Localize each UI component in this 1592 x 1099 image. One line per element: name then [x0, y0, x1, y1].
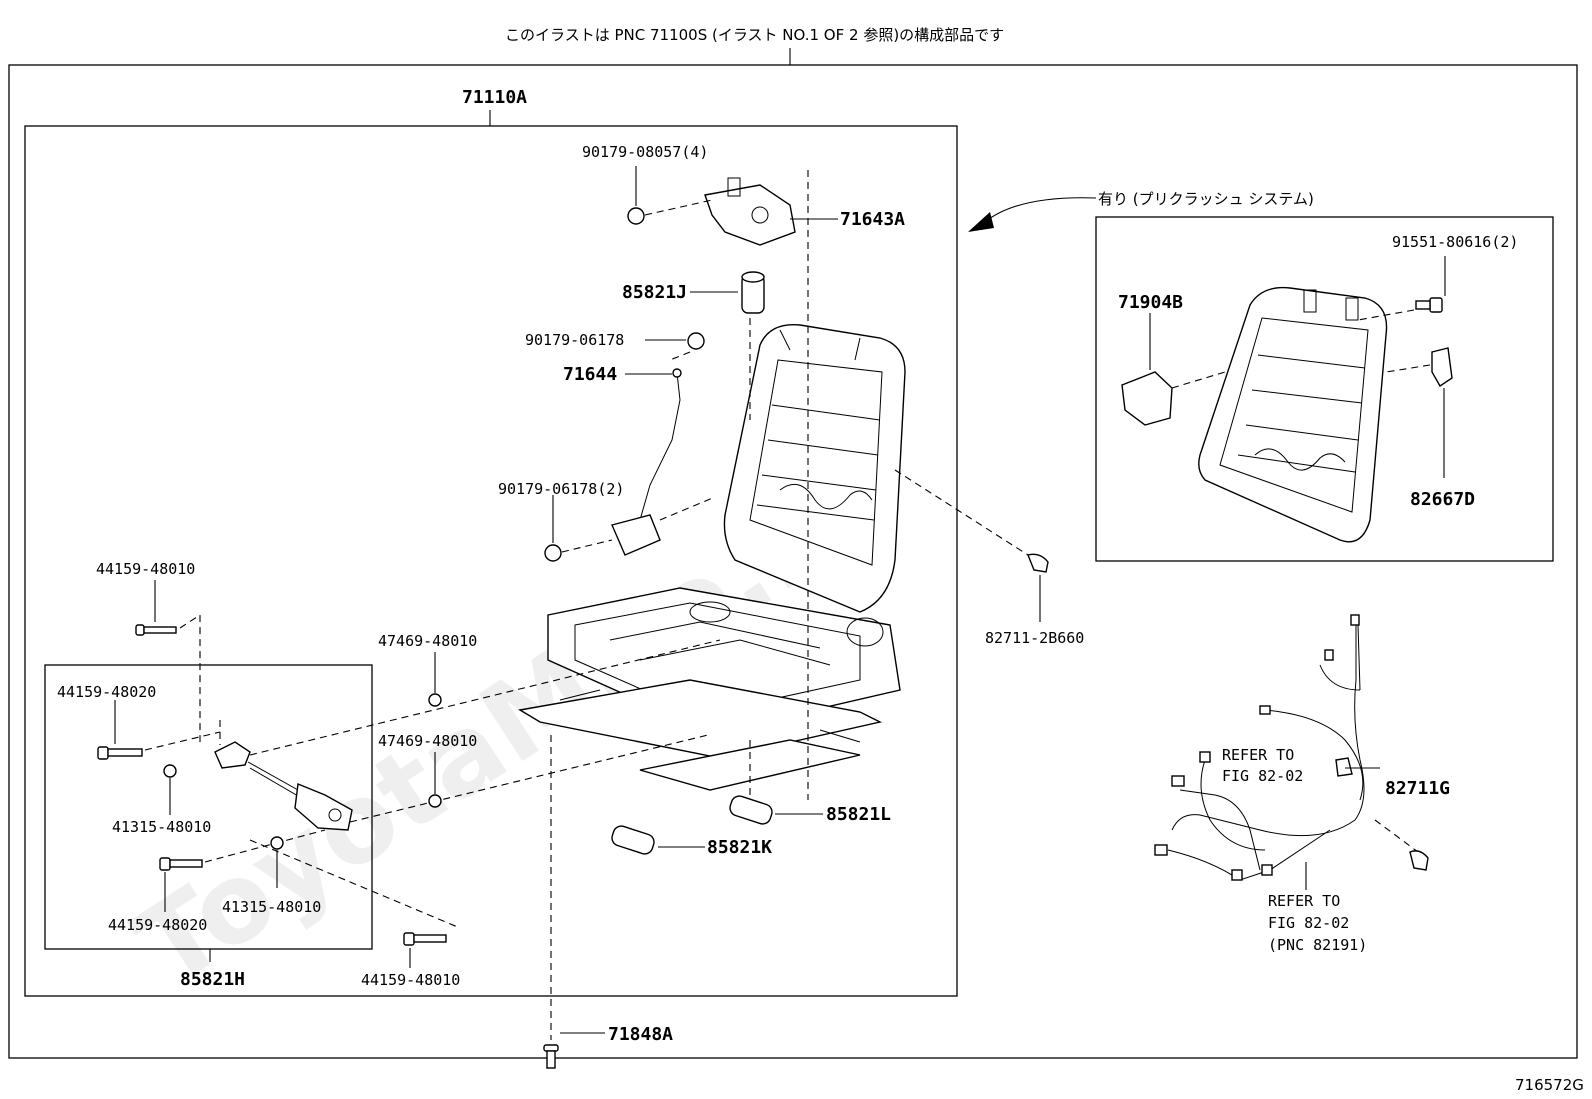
nut-41315-48010-left — [163, 764, 177, 778]
washer-47469-48010-top — [428, 693, 442, 707]
nut-41315-48010-right — [270, 836, 284, 850]
label-71904B: 71904B — [1118, 292, 1183, 313]
motor-85821K — [611, 825, 655, 855]
nut-90179-06178 — [687, 332, 705, 350]
label-71643A: 71643A — [840, 209, 905, 230]
actuator-85821H — [214, 741, 353, 831]
label-82711-2B660: 82711-2B660 — [985, 629, 1084, 647]
bolt-44159-48020-bottom — [159, 857, 203, 871]
assembly-box — [24, 125, 958, 997]
wire-harness-82711G — [1154, 614, 1365, 881]
label-41315-48010-right: 41315-48010 — [222, 898, 321, 916]
label-71644: 71644 — [563, 364, 617, 385]
bracket-cable-end — [611, 514, 661, 556]
bolt-44159-48010-top — [135, 624, 177, 636]
label-41315-48010-left: 41315-48010 — [112, 818, 211, 836]
seat-back-frame-option — [1198, 286, 1388, 543]
refer-bottom-line3: (PNC 82191) — [1268, 936, 1367, 954]
arrow-head-icon — [968, 212, 994, 232]
label-71848A: 71848A — [608, 1024, 673, 1045]
label-90179-06178: 90179-06178 — [525, 331, 624, 349]
label-44159-48010-top: 44159-48010 — [96, 560, 195, 578]
option-arrow — [984, 197, 1097, 223]
label-85821J: 85821J — [622, 282, 687, 303]
clip-82667D — [1431, 347, 1453, 387]
label-85821H: 85821H — [180, 969, 245, 990]
motor-85821L — [729, 795, 773, 825]
refer-top-line2: FIG 82-02 — [1222, 767, 1303, 785]
refer-top-line1: REFER TO — [1222, 746, 1294, 764]
label-47469-48010-bottom: 47469-48010 — [378, 732, 477, 750]
figure-code: 716572G — [1515, 1076, 1584, 1094]
sub-assembly-box — [44, 664, 373, 950]
label-85821L: 85821L — [826, 804, 891, 825]
label-47469-48010-top: 47469-48010 — [378, 632, 477, 650]
bolt-44159-48010-bottom — [403, 932, 447, 946]
assembly-label: 71110A — [462, 87, 527, 108]
washer-47469-48010-bottom — [428, 794, 442, 808]
cable-71644 — [639, 372, 681, 521]
part-71904B — [1121, 371, 1173, 426]
clip-82711G — [1409, 850, 1429, 871]
bolt-91551-80616 — [1415, 297, 1443, 313]
bolt-44159-48020-top — [97, 746, 143, 760]
motor-85821J — [741, 271, 765, 314]
option-box — [1095, 216, 1554, 562]
outer-frame — [8, 64, 1578, 1059]
pin-71848A — [543, 1044, 559, 1069]
bracket-71643A — [704, 177, 796, 246]
label-44159-48020-bottom: 44159-48020 — [108, 916, 207, 934]
label-82667D: 82667D — [1410, 489, 1475, 510]
label-90179-06178-2: 90179-06178(2) — [498, 480, 624, 498]
label-91551-80616: 91551-80616(2) — [1392, 233, 1518, 251]
label-44159-48010-bottom: 44159-48010 — [361, 971, 460, 989]
label-44159-48020-top: 44159-48020 — [57, 683, 156, 701]
nut-90179-08057 — [627, 207, 645, 225]
nut-90179-06178-2 — [544, 544, 562, 562]
seat-frame-drawing — [518, 323, 906, 791]
option-note: 有り (プリクラッシュ システム) — [1098, 190, 1314, 208]
refer-bottom-line1: REFER TO — [1268, 892, 1340, 910]
label-90179-08057: 90179-08057(4) — [582, 143, 708, 161]
header-note: このイラストは PNC 71100S (イラスト NO.1 OF 2 参照)の構… — [505, 26, 1004, 44]
clip-82711-2B660 — [1027, 553, 1049, 573]
label-82711G: 82711G — [1385, 778, 1450, 799]
refer-bottom-line2: FIG 82-02 — [1268, 914, 1349, 932]
label-85821K: 85821K — [707, 837, 772, 858]
